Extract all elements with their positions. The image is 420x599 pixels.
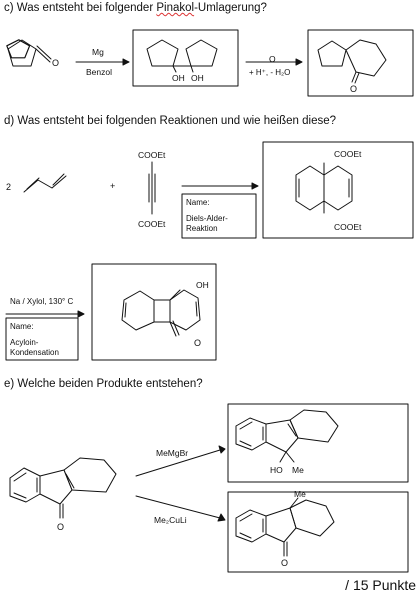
arrow-acid bbox=[245, 58, 303, 66]
reagent-me2culi: Me₂CuLi bbox=[154, 515, 187, 525]
name-label-acyloin: Name: bbox=[10, 322, 34, 331]
o-atom-start: O bbox=[52, 58, 59, 68]
reagent-benzol: Benzol bbox=[86, 67, 112, 77]
product-box-2 bbox=[227, 491, 409, 573]
spiro-ketone bbox=[317, 39, 387, 84]
coefficient: 2 bbox=[6, 182, 11, 192]
arrow-acyloin bbox=[5, 310, 85, 318]
name-box-diels-alder bbox=[181, 193, 257, 239]
pinacol-product-box bbox=[132, 29, 239, 87]
tetrahydrofluorenone bbox=[9, 457, 117, 519]
acyloin-conditions: Na / Xylol, 130° C bbox=[10, 297, 73, 306]
conjugate-addition-product bbox=[235, 497, 335, 557]
question-c: c) Was entsteht bei folgender Pinakol-Um… bbox=[4, 2, 267, 14]
name-answer-acyloin-2: Kondensation bbox=[10, 348, 59, 357]
o-atom-arrow: O bbox=[269, 54, 276, 64]
name-answer-acyloin-1: Acyloin- bbox=[10, 338, 39, 347]
acyloin-o: O bbox=[194, 338, 201, 348]
acyloin-product-box bbox=[91, 263, 217, 361]
diels-alder-product-box bbox=[262, 141, 414, 239]
acyloin-oh: OH bbox=[196, 280, 209, 290]
name-answer-da-1: Diels-Alder- bbox=[186, 214, 228, 223]
score-total: / 15 Punkte bbox=[345, 577, 416, 593]
question-e: e) Welche beiden Produkte entstehen? bbox=[4, 378, 203, 390]
product2-me: Me bbox=[294, 489, 306, 499]
alkyne-diester bbox=[148, 161, 156, 215]
spiro-o: O bbox=[350, 84, 357, 94]
name-label-da: Name: bbox=[186, 198, 210, 207]
oh-right: OH bbox=[191, 73, 204, 83]
arrow-memgbr bbox=[135, 445, 226, 477]
product-top-ester: COOEt bbox=[334, 149, 362, 159]
reagent-memgbr: MeMgBr bbox=[156, 448, 188, 458]
plus-sign: + bbox=[110, 181, 115, 191]
cyclopentanone-ring bbox=[7, 39, 52, 67]
product1-me: Me bbox=[292, 465, 304, 475]
diels-alder-product bbox=[295, 162, 353, 214]
oh-left: OH bbox=[172, 73, 185, 83]
name-answer-da-2: Reaktion bbox=[186, 224, 218, 233]
product-bottom-ester: COOEt bbox=[334, 222, 362, 232]
arrow-me2culi bbox=[135, 495, 226, 522]
acid-conditions: + H⁺, - H₂O bbox=[249, 68, 290, 77]
pinacol-diol bbox=[146, 39, 218, 73]
alkyne-top-ester: COOEt bbox=[138, 150, 166, 160]
reagent-mg: Mg bbox=[92, 47, 104, 57]
acyloin-product bbox=[121, 289, 201, 337]
question-d: d) Was entsteht bei folgenden Reaktionen… bbox=[4, 115, 337, 127]
arrow-mg bbox=[75, 58, 130, 66]
start-ketone-o: O bbox=[57, 522, 64, 532]
spiro-product-box bbox=[307, 29, 414, 97]
arrow-diels-alder bbox=[181, 182, 259, 190]
product-box-1 bbox=[227, 403, 409, 483]
alkyne-bottom-ester: COOEt bbox=[138, 219, 166, 229]
tertiary-alcohol-product bbox=[235, 409, 339, 463]
product1-ho: HO bbox=[270, 465, 283, 475]
pinakol-word: Pinakol bbox=[156, 2, 195, 14]
product2-o: O bbox=[281, 558, 288, 568]
cyclopentanone bbox=[6, 39, 31, 59]
name-box-acyloin bbox=[5, 317, 79, 361]
butadiene bbox=[23, 173, 67, 193]
